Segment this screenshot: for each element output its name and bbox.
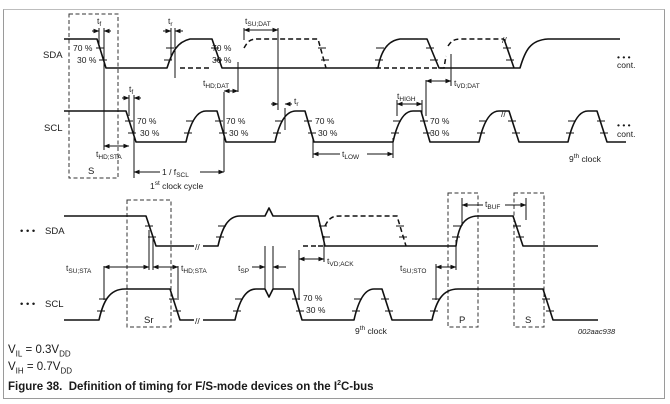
scl-70pct-label-3: 70 % bbox=[315, 116, 335, 126]
scl-70pct-label-4: 70 % bbox=[430, 116, 450, 126]
svg-text:tSU;STO: tSU;STO bbox=[400, 263, 426, 275]
scl-70pct-label-1: 70 % bbox=[137, 116, 157, 126]
tr-scl-marker: tr bbox=[271, 96, 299, 130]
bottom-sda-prefix: • • • bbox=[20, 226, 35, 237]
scl-30pct-label-4: 30 % bbox=[430, 128, 450, 138]
svg-text:1st clock cycle: 1st clock cycle bbox=[150, 180, 204, 191]
break-mark-sda: // bbox=[502, 35, 507, 45]
start-condition-label-2: S bbox=[525, 315, 531, 326]
sda-70pct-label-1: 70 % bbox=[73, 43, 93, 53]
top-sda-waveform-start bbox=[64, 38, 620, 69]
break-mark-bottom-sda: // bbox=[195, 242, 200, 252]
svg-text:tHD;STA: tHD;STA bbox=[96, 149, 122, 161]
top-sda-waveform-dashed-b bbox=[243, 38, 327, 69]
svg-text:tHD;STA: tHD;STA bbox=[181, 263, 207, 275]
figure-title: Definition of timing for F/S-mode device… bbox=[68, 380, 374, 393]
svg-text:tr: tr bbox=[168, 16, 173, 28]
tr-sda-marker: tr bbox=[163, 16, 183, 78]
svg-text:1 / fSCL: 1 / fSCL bbox=[162, 167, 189, 179]
sda-30pct-label-2: 30 % bbox=[212, 55, 232, 65]
repeated-start-box bbox=[126, 199, 172, 328]
svg-text:tBUF: tBUF bbox=[485, 199, 500, 211]
top-scl-label: SCL bbox=[44, 123, 62, 134]
svg-text:tr: tr bbox=[294, 96, 299, 108]
start-condition-box-2 bbox=[513, 192, 545, 328]
figure-number: Figure 38. bbox=[8, 380, 63, 393]
svg-text:tLOW: tLOW bbox=[342, 149, 360, 161]
scl-70pct-label-2: 70 % bbox=[226, 116, 246, 126]
thd-dat-marker: tHD;DAT bbox=[203, 62, 239, 172]
top-sda-label: SDA bbox=[43, 50, 63, 61]
svg-text:tVD;DAT: tVD;DAT bbox=[454, 78, 480, 90]
tlow-marker: tLOW bbox=[312, 138, 394, 161]
bottom-sda-label: SDA bbox=[45, 226, 65, 237]
sda-continuation-dots: • • • bbox=[617, 52, 631, 62]
clock-period-marker: 1 / fSCL 1st clock cycle bbox=[133, 165, 225, 191]
vih-level: VIH = 0.7VDD bbox=[8, 361, 72, 376]
break-mark-scl: // bbox=[501, 109, 506, 119]
svg-text:tf: tf bbox=[129, 84, 133, 96]
tsu-sto-marker: tSU;STO bbox=[400, 240, 457, 300]
start-condition-box bbox=[68, 13, 119, 179]
stop-condition-label: P bbox=[459, 315, 465, 326]
svg-text:tSP: tSP bbox=[238, 263, 249, 275]
ninth-clock-label-top: 9th clock bbox=[569, 153, 602, 164]
top-sda-waveform-slope-d bbox=[503, 38, 515, 69]
bottom-scl-prefix: • • • bbox=[20, 299, 35, 310]
svg-text:tHIGH: tHIGH bbox=[397, 91, 416, 103]
tvd-dat-marker: tVD;DAT bbox=[425, 54, 480, 116]
bottom-scl-label: SCL bbox=[45, 299, 63, 310]
bottom-threshold-ticks bbox=[97, 225, 554, 312]
top-sda-waveform-dashed-c bbox=[376, 55, 447, 69]
svg-text:tf: tf bbox=[97, 16, 101, 28]
scl-30pct-label-3: 30 % bbox=[318, 128, 338, 138]
tsp-marker: tSP bbox=[238, 246, 286, 289]
thd-sta-marker-bottom: tHD;STA bbox=[152, 236, 207, 300]
sda-70pct-label-2: 70 % bbox=[212, 43, 232, 53]
scl-continuation-dots: • • • bbox=[617, 120, 631, 130]
sda-continuation-label: cont. bbox=[617, 60, 635, 70]
sda-30pct-label-1: 30 % bbox=[77, 55, 97, 65]
figure-caption: Figure 38. Definition of timing for F/S-… bbox=[8, 380, 374, 393]
stop-condition-box bbox=[447, 192, 479, 328]
bottom-scl-waveform bbox=[64, 288, 598, 321]
svg-text:tSU;STA: tSU;STA bbox=[66, 263, 92, 275]
tsu-dat-marker: tSU;DAT bbox=[243, 16, 279, 110]
scl-30pct-label-2: 30 % bbox=[229, 128, 249, 138]
top-sda-waveform-dashed-d bbox=[447, 38, 504, 47]
bottom-scl-30pct-label: 30 % bbox=[306, 305, 326, 315]
thd-sta-marker-top: tHD;STA bbox=[96, 64, 130, 161]
bottom-scl-70pct-label: 70 % bbox=[303, 293, 323, 303]
svg-text:tVD;ACK: tVD;ACK bbox=[327, 256, 354, 268]
scl-30pct-label-1: 30 % bbox=[140, 128, 160, 138]
scl-threshold-ticks bbox=[125, 120, 608, 134]
thigh-marker: tHIGH bbox=[396, 91, 423, 116]
tf-scl-marker: tf bbox=[122, 84, 141, 178]
bottom-sda-waveform bbox=[64, 207, 598, 247]
bottom-sda-waveform-dashed bbox=[318, 215, 407, 247]
vil-level: VIL = 0.3VDD bbox=[8, 344, 71, 359]
svg-text:tHD;DAT: tHD;DAT bbox=[203, 78, 229, 90]
figure-id: 002aac938 bbox=[578, 327, 616, 336]
tbuf-marker: tBUF bbox=[461, 197, 527, 226]
break-mark-bottom-scl: // bbox=[195, 316, 200, 326]
ninth-clock-label-bottom: 9th clock bbox=[355, 325, 388, 336]
tsu-sta-marker: tSU;STA bbox=[66, 230, 150, 300]
scl-continuation-label: cont. bbox=[617, 129, 635, 139]
sda-threshold-ticks bbox=[96, 47, 514, 61]
tf-sda-marker: tf bbox=[92, 16, 111, 64]
start-condition-label: S bbox=[88, 166, 94, 177]
top-scl-waveform bbox=[64, 110, 626, 143]
figure-frame bbox=[3, 9, 665, 399]
svg-text:tSU;DAT: tSU;DAT bbox=[245, 16, 271, 28]
repeated-start-label: Sr bbox=[144, 315, 154, 326]
tvd-ack-marker: tVD;ACK bbox=[298, 236, 354, 300]
